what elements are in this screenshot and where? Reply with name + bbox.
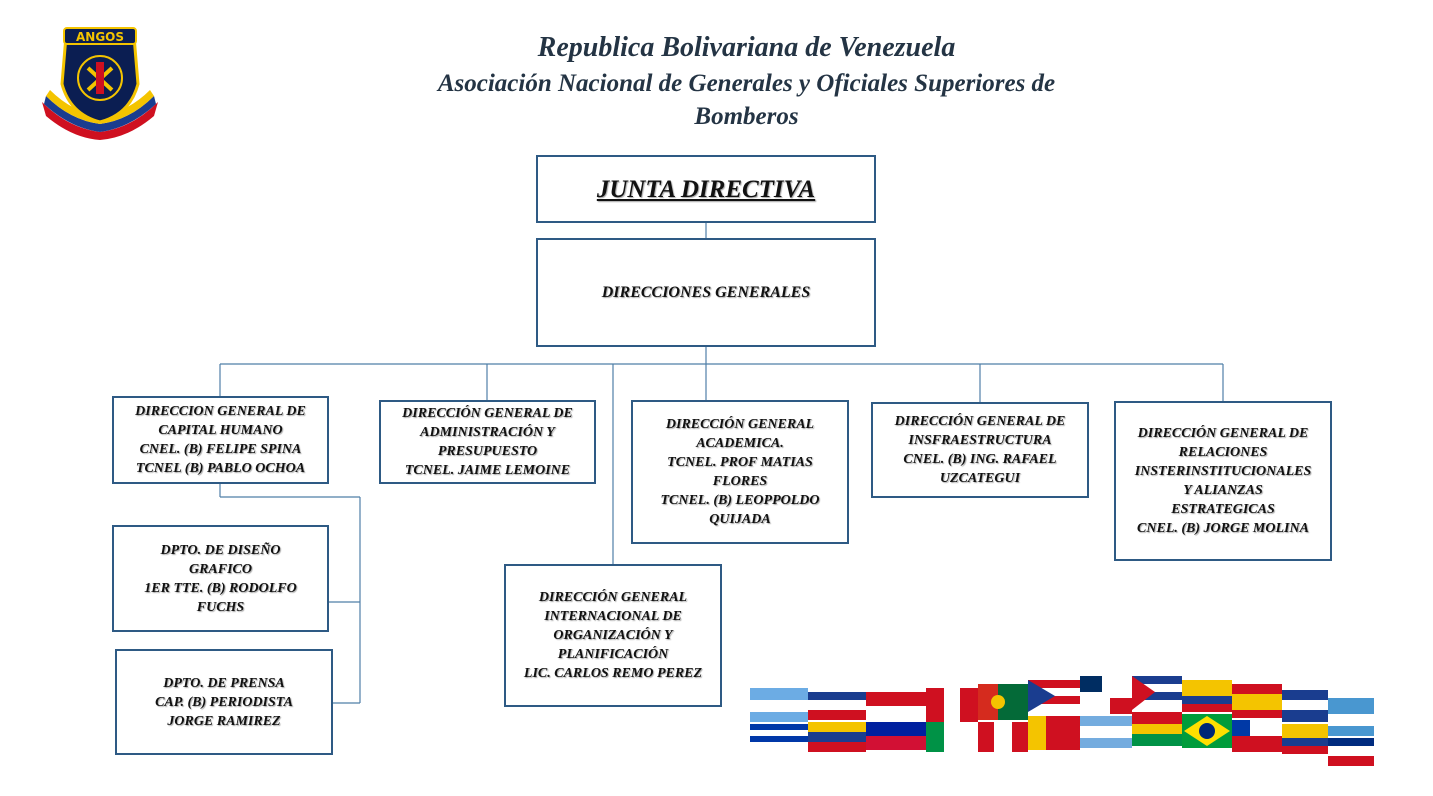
box-line: DIRECCIÓN GENERAL xyxy=(538,590,688,605)
box-line: CAP. (B) PERIODISTA xyxy=(155,694,293,710)
box-line: RELACIONES xyxy=(1178,445,1268,460)
box-line: FLORES xyxy=(712,474,768,489)
box-line: INSFRAESTRUCTURA xyxy=(908,433,1052,448)
box-line: Y ALIANZAS xyxy=(1183,483,1263,498)
box-line: INSTERINSTITUCIONALES xyxy=(1134,464,1312,479)
box-line: DIRECCIÓN GENERAL DE xyxy=(894,414,1066,429)
box-line: DIRECCION GENERAL DE xyxy=(135,404,306,419)
box-line: CNEL. (B) FELIPE SPINA xyxy=(139,442,302,457)
box-line: DIRECCIÓN GENERAL DE xyxy=(402,406,573,421)
box-title: DIRECCIONES GENERALES xyxy=(601,284,811,301)
box-line: TCNEL. PROF MATIAS xyxy=(667,455,813,470)
box-direcciones-generales: DIRECCIONES GENERALES xyxy=(536,238,876,347)
box-line: CNEL. (B) ING. RAFAEL xyxy=(903,452,1057,467)
box-line: TCNEL (B) PABLO OCHOA xyxy=(135,461,306,476)
header-subtitle: Asociación Nacional de Generales y Ofici… xyxy=(437,70,1056,97)
box-line: DPTO. DE PRENSA xyxy=(163,675,285,691)
box-line: DIRECCIÓN GENERAL DE xyxy=(1137,426,1309,441)
box-line: GRAFICO xyxy=(188,561,252,577)
box-line: CNEL. (B) JORGE MOLINA xyxy=(1137,521,1309,536)
box-relaciones: DIRECCIÓN GENERAL DE RELACIONES INSTERIN… xyxy=(1114,401,1332,561)
flags-banner xyxy=(750,676,1374,766)
box-line: PRESUPUESTO xyxy=(437,444,538,459)
box-administracion: DIRECCIÓN GENERAL DE ADMINISTRACIÓN Y PR… xyxy=(379,400,596,484)
box-line: QUIJADA xyxy=(709,512,771,527)
header-subtitle-cont: Bomberos xyxy=(694,103,799,130)
box-line: DIRECCIÓN GENERAL xyxy=(665,417,815,432)
box-junta-directiva: JUNTA DIRECTIVA xyxy=(536,155,876,223)
box-line: ORGANIZACIÓN Y xyxy=(553,628,673,643)
box-line: FUCHS xyxy=(196,599,245,615)
box-capital-humano: DIRECCION GENERAL DE CAPITAL HUMANO CNEL… xyxy=(112,396,329,484)
box-line: TCNEL. (B) LEOPPOLDO xyxy=(660,493,820,508)
box-line: ACADEMICA. xyxy=(696,436,784,451)
box-title: JUNTA DIRECTIVA xyxy=(596,175,816,203)
header-title: Republica Bolivariana de Venezuela xyxy=(537,32,956,63)
logo-text: ANGOS xyxy=(76,30,124,44)
box-line: TCNEL. JAIME LEMOINE xyxy=(404,463,571,478)
angos-logo: ANGOS xyxy=(42,27,158,140)
box-line: DPTO. DE DISEÑO xyxy=(160,542,281,558)
box-line: PLANIFICACIÓN xyxy=(557,647,669,662)
flags-row-top-icon xyxy=(750,676,1374,736)
box-line: ADMINISTRACIÓN Y xyxy=(420,425,555,440)
box-line: UZCATEGUI xyxy=(939,471,1021,486)
box-line: JORGE RAMIREZ xyxy=(167,713,281,729)
flags-row-bottom-icon xyxy=(750,712,1374,766)
box-line: ESTRATEGICAS xyxy=(1171,502,1275,517)
box-internacional: DIRECCIÓN GENERAL INTERNACIONAL DE ORGAN… xyxy=(504,564,722,707)
box-prensa: DPTO. DE PRENSA CAP. (B) PERIODISTA JORG… xyxy=(115,649,333,755)
box-line: 1ER TTE. (B) RODOLFO xyxy=(144,580,297,596)
box-academica: DIRECCIÓN GENERAL ACADEMICA. TCNEL. PROF… xyxy=(631,400,849,544)
box-line: CAPITAL HUMANO xyxy=(158,423,283,438)
box-diseno-grafico: DPTO. DE DISEÑO GRAFICO 1ER TTE. (B) ROD… xyxy=(112,525,329,632)
box-line: LIC. CARLOS REMO PEREZ xyxy=(523,666,703,681)
box-line: INTERNACIONAL DE xyxy=(544,609,682,624)
box-infraestructura: DIRECCIÓN GENERAL DE INSFRAESTRUCTURA CN… xyxy=(871,402,1089,498)
